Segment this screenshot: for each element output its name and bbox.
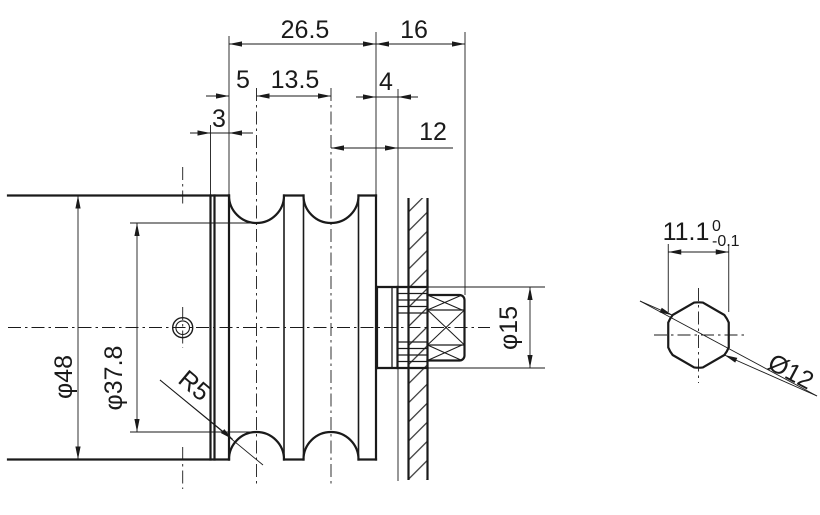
setscrew-hole-outer [171,317,194,339]
dim-spline-diameter-label: φ15 [495,306,523,350]
groove2-top-arc [302,194,360,225]
hex-diameter-leader [639,300,818,397]
extension-lines [130,32,730,481]
setscrew-hole-inner [175,320,191,336]
dim-groove-root-diameter-label: φ37.8 [100,346,128,411]
dim-shaft-end-length-label: 16 [400,16,428,44]
spline-teeth [398,292,428,363]
hex-flat-diagonals [427,294,465,361]
mounting-plate [407,198,429,480]
dim-groove1-offset-label: 5 [236,66,250,94]
dimension-labels: 26.5 16 5 13.5 4 3 12 φ48 φ37.8 R5 φ15 1… [50,16,818,410]
groove2-bottom-arc [302,430,360,461]
dim-groove-to-boss-end-label: 12 [419,118,447,146]
dim-groove-spacing-label: 13.5 [271,66,320,94]
groove-tangent-edges [283,195,360,460]
dim-body-diameter-label: φ48 [50,355,78,399]
dim-boss-length-label: 4 [379,68,393,96]
dimension-lines [75,41,818,466]
detail-lines [171,287,465,368]
dim-collar-width-label: 3 [212,105,226,133]
hex-end-view-outline [667,301,730,369]
tolerance-lower-label: -0.1 [712,233,740,250]
dim-groove-radius-label: R5 [173,365,215,407]
plate-hatching [408,198,428,480]
tolerance-upper-label: 0 [712,218,721,235]
dim-pulley-width-label: 26.5 [281,16,330,44]
dim-hex-shaft-diameter-label: Ø12 [763,348,818,395]
dim-across-flats-value: 11.1 [663,218,710,246]
